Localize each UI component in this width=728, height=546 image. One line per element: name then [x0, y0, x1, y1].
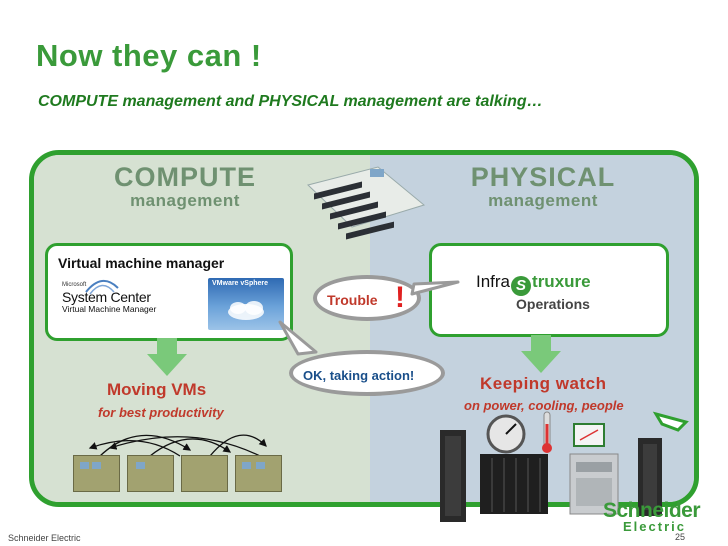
logo-line2: Electric: [623, 519, 686, 534]
vm-square: [256, 462, 265, 469]
ok-bubble-tail: [278, 320, 318, 356]
ok-text: OK, taking action!: [303, 368, 415, 383]
ok-bubble: OK, taking action!: [289, 350, 445, 396]
struxure-s-icon: S: [511, 276, 532, 296]
compute-heading: COMPUTE management: [100, 162, 270, 211]
server-box-1: [73, 455, 120, 492]
physical-down-arrow-icon: [521, 335, 561, 373]
vm-migration-arrows-icon: [88, 434, 267, 457]
physical-equipment-illustration: [440, 411, 689, 522]
logo-line1: Schneider: [603, 499, 701, 522]
trouble-bubble: Trouble !: [313, 275, 421, 321]
schneider-logo: Schneider Electric: [603, 499, 701, 534]
vsphere-label: VMware vSphere: [212, 280, 269, 287]
physical-heading: PHYSICAL management: [458, 162, 628, 211]
server-box-4: [235, 455, 282, 492]
server-box-3: [181, 455, 228, 492]
struxure-text: truxure: [532, 272, 591, 291]
vm-square: [80, 462, 89, 469]
system-center-label: System Center: [62, 289, 151, 305]
trouble-text: Trouble: [327, 292, 378, 308]
server-box-2: [127, 455, 174, 492]
moving-vms-subtitle: for best productivity: [98, 405, 224, 420]
footer-company: Schneider Electric: [8, 533, 81, 543]
moving-vms-title: Moving VMs: [107, 380, 207, 399]
trouble-bubble-tail: [410, 280, 460, 296]
page-title: Now they can !: [36, 38, 262, 73]
system-center-swirl-icon: [85, 280, 119, 295]
vmm-label: Virtual Machine Manager: [62, 304, 157, 314]
datacenter-illustration: [307, 166, 426, 240]
physical-heading-text: PHYSICAL: [470, 162, 616, 192]
page-subtitle: COMPUTE management and PHYSICAL manageme…: [38, 93, 543, 110]
keeping-watch-title: Keeping watch: [480, 374, 607, 393]
vsphere-cloud-icon: [228, 301, 264, 320]
microsoft-label: Microsoft: [62, 282, 87, 288]
infra-text: Infra: [476, 272, 511, 291]
system-center-logo: Microsoft System Center Virtual Machine …: [62, 282, 174, 314]
compute-subheading: management: [130, 191, 240, 210]
vm-square: [92, 462, 101, 469]
vm-square: [136, 462, 145, 469]
keeping-watch-subtitle: on power, cooling, people: [464, 398, 624, 413]
vm-manager-label: Virtual machine manager: [58, 255, 225, 271]
vsphere-logo: VMware vSphere: [208, 278, 284, 330]
vm-square: [242, 462, 251, 469]
operations-label: Operations: [516, 296, 590, 312]
compute-down-arrow-icon: [147, 338, 187, 376]
compute-heading-text: COMPUTE: [114, 162, 256, 192]
page-number: 25: [675, 532, 686, 542]
vm-manager-box: Virtual machine manager Microsoft System…: [45, 243, 293, 341]
exclamation-icon: !: [395, 281, 405, 314]
physical-subheading: management: [488, 191, 598, 210]
